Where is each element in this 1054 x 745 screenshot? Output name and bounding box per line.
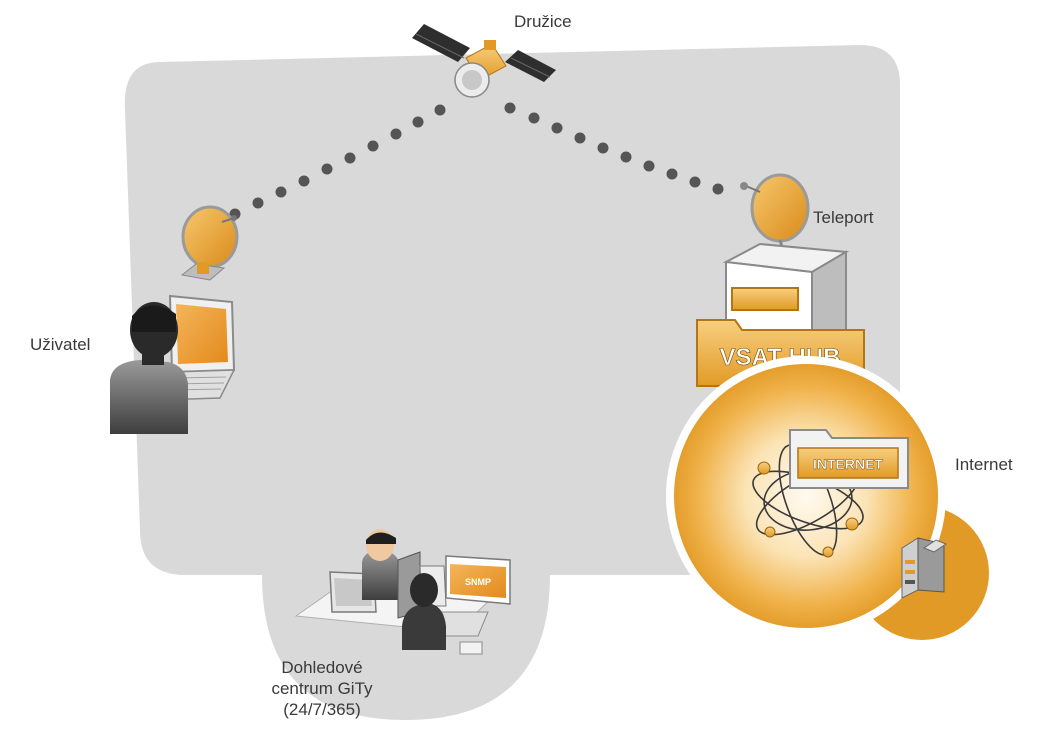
internet-folder-label: INTERNET (813, 456, 883, 472)
monitoring-center-line-1: Dohledové (281, 658, 363, 677)
satellite-icon (412, 24, 556, 98)
monitoring-center-label: Dohledové centrum GiTy (24/7/365) (270, 657, 374, 720)
link-satellite-teleport (504, 102, 724, 195)
server-icon (901, 537, 948, 599)
satellite-dish-icon (180, 205, 239, 281)
user-laptop-icon (110, 294, 236, 434)
link-user-satellite (229, 104, 446, 220)
monitoring-center-line-2: centrum GiTy (271, 679, 373, 698)
snmp-label: SNMP (465, 577, 491, 587)
user-label: Uživatel (30, 335, 91, 354)
monitoring-center-line-3: (24/7/365) (283, 700, 361, 719)
internet-folder: INTERNET (789, 429, 909, 489)
satellite-label: Družice (514, 12, 572, 31)
globe-nodes (757, 461, 859, 558)
teleport-label: Teleport (813, 208, 874, 227)
internet-label: Internet (955, 455, 1013, 474)
internet-circle (666, 356, 946, 636)
operator-workstation-icon: SNMP (294, 529, 511, 655)
